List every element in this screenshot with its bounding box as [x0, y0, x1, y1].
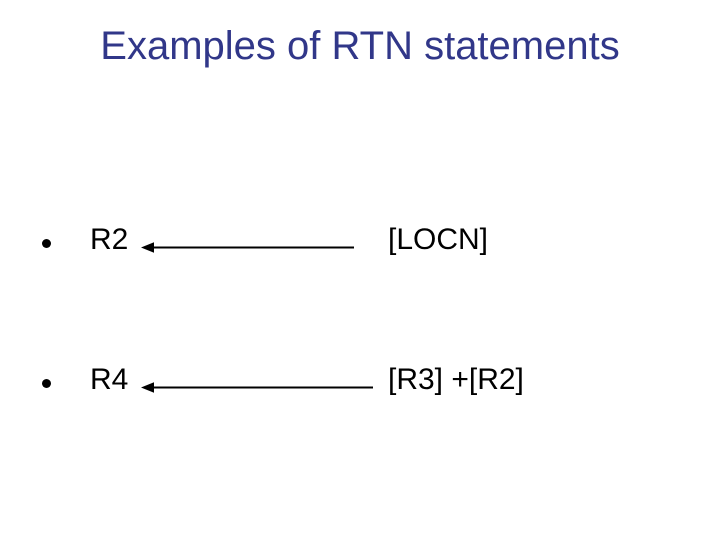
source-expression-label: [R3] +[R2]: [388, 363, 524, 396]
rtn-statement-row: R4 [R3] +[R2]: [0, 365, 720, 405]
left-arrow-icon: [141, 382, 373, 393]
rtn-statement-row: R2 [LOCN]: [0, 225, 720, 265]
bullet-icon: [42, 239, 51, 248]
target-register-label: R4: [90, 363, 129, 396]
slide-title: Examples of RTN statements: [100, 24, 620, 68]
target-register-label: R2: [90, 223, 129, 256]
bullet-icon: [42, 379, 51, 388]
left-arrow-icon: [141, 242, 354, 253]
source-expression-label: [LOCN]: [388, 223, 489, 256]
